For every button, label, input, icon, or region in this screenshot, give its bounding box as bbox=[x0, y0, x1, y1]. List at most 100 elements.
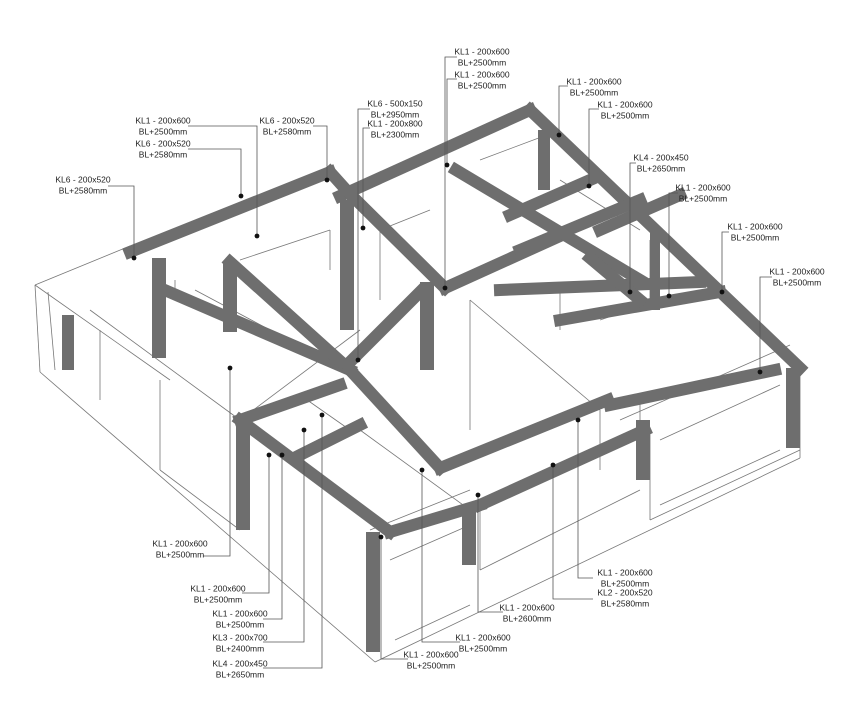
leader-line bbox=[357, 108, 370, 360]
wall-line bbox=[239, 229, 331, 261]
beam-spec: KL1 - 200x600 bbox=[566, 76, 622, 86]
beam-level: BL+2500mm bbox=[194, 594, 242, 604]
anchor-dot bbox=[131, 255, 137, 261]
column bbox=[462, 505, 476, 565]
beam-level: BL+2500mm bbox=[407, 660, 455, 670]
leader-line bbox=[313, 125, 328, 180]
beam-level: BL+2500mm bbox=[570, 87, 618, 97]
beam-spec: KL1 - 200x600 bbox=[499, 602, 555, 612]
beam bbox=[341, 361, 449, 477]
anchor-dot bbox=[444, 162, 450, 168]
beam bbox=[521, 101, 809, 377]
wall-line bbox=[479, 489, 641, 571]
wall-line bbox=[89, 309, 241, 421]
anchor-dot bbox=[301, 427, 307, 433]
wall-line bbox=[659, 384, 781, 441]
beam-level: BL+2580mm bbox=[139, 149, 187, 159]
leader-line bbox=[263, 415, 323, 669]
leader-line bbox=[380, 537, 408, 660]
column bbox=[538, 130, 550, 190]
column bbox=[650, 230, 660, 310]
beam-level: BL+2950mm bbox=[371, 109, 419, 119]
leader-line bbox=[263, 455, 283, 620]
beam-spec: KL1 - 200x600 bbox=[212, 608, 268, 618]
wall-line bbox=[374, 457, 801, 663]
anchor-dot bbox=[279, 452, 285, 458]
anchor-dot bbox=[238, 193, 244, 199]
anchor-dot bbox=[475, 492, 481, 498]
leader-line bbox=[558, 85, 568, 135]
anchor-dot bbox=[266, 452, 272, 458]
column bbox=[786, 368, 800, 448]
anchor-dot bbox=[319, 412, 325, 418]
leader-line bbox=[629, 162, 636, 292]
beam-spec: KL6 - 200x520 bbox=[55, 174, 111, 184]
leader-line bbox=[588, 108, 599, 186]
beam-level: BL+2580mm bbox=[59, 185, 107, 195]
beam-level: BL+2500mm bbox=[601, 578, 649, 588]
beam-spec: KL1 - 200x600 bbox=[597, 99, 653, 109]
leader-line bbox=[188, 148, 242, 196]
wall-line bbox=[34, 284, 41, 373]
beam-level: BL+2500mm bbox=[773, 277, 821, 287]
beam-frame bbox=[62, 101, 809, 652]
anchor-dot bbox=[254, 233, 260, 239]
beam-level: BL+2500mm bbox=[156, 549, 204, 559]
beam-level: BL+2500mm bbox=[458, 57, 506, 67]
column bbox=[62, 315, 74, 370]
beam-spec: KL4 - 200x450 bbox=[212, 658, 268, 668]
anchor-dot bbox=[360, 225, 366, 231]
wall-line bbox=[39, 371, 376, 663]
beam bbox=[339, 183, 454, 297]
wall-line bbox=[649, 449, 801, 521]
wall-line bbox=[394, 604, 471, 641]
anchor-dot bbox=[419, 467, 425, 473]
leader-line bbox=[444, 56, 457, 288]
anchor-dot bbox=[719, 289, 725, 295]
anchor-dot bbox=[378, 534, 384, 540]
anchor-dot bbox=[627, 289, 633, 295]
leader-line bbox=[552, 465, 593, 600]
beam-level: BL+2500mm bbox=[458, 80, 506, 90]
beam-spec: KL6 - 200x520 bbox=[259, 115, 315, 125]
beam-level: BL+2600mm bbox=[503, 613, 551, 623]
column bbox=[152, 258, 166, 358]
beam-spec: KL1 - 200x600 bbox=[135, 115, 191, 125]
beam-spec: KL1 - 200x600 bbox=[727, 221, 783, 231]
beam-spec: KL1 - 200x800 bbox=[367, 118, 423, 128]
beam bbox=[432, 392, 616, 476]
beam bbox=[493, 275, 707, 297]
beam-spec: KL1 - 200x600 bbox=[769, 266, 825, 276]
beam bbox=[592, 187, 688, 238]
beam-spec: KL3 - 200x700 bbox=[212, 632, 268, 642]
beam bbox=[122, 164, 338, 260]
beam-level: BL+2500mm bbox=[139, 126, 187, 136]
beam-level: BL+2500mm bbox=[459, 643, 507, 653]
anchor-dot bbox=[227, 365, 233, 371]
column bbox=[223, 262, 237, 332]
wall-line bbox=[469, 299, 601, 411]
leader-line bbox=[188, 125, 258, 236]
beam bbox=[152, 280, 358, 378]
beam-spec: KL1 - 200x600 bbox=[403, 649, 459, 659]
anchor-dot bbox=[442, 285, 448, 291]
